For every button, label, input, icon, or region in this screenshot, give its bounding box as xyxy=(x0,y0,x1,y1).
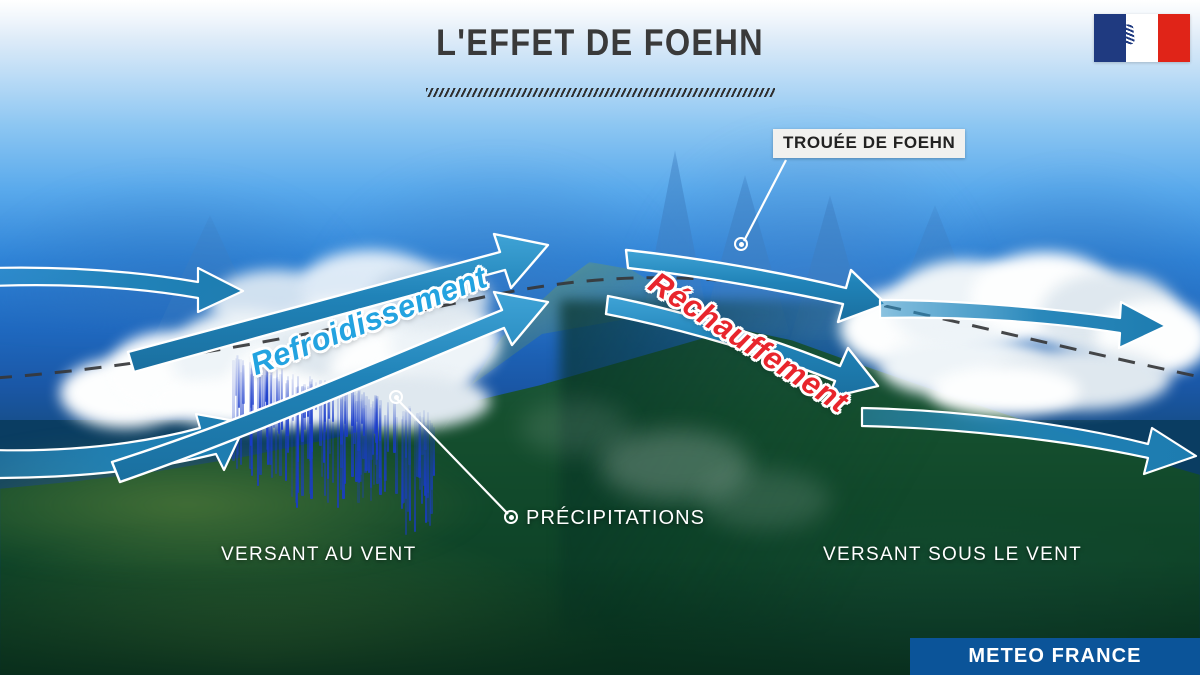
valley-mist-2 xyxy=(700,470,830,530)
valley-mist-1 xyxy=(600,430,750,500)
arrow-windward-upper-approach xyxy=(0,266,245,314)
republique-francaise-marianne-logo xyxy=(1094,14,1190,62)
arrow-windward-ascent-upper xyxy=(126,232,550,374)
precipitation-marker-dot xyxy=(504,510,518,524)
hatched-divider xyxy=(426,88,775,97)
meteo-france-banner: METEO FRANCE xyxy=(910,638,1200,675)
arrow-windward-ascent-lower xyxy=(110,290,550,484)
precipitation-source-dot xyxy=(389,390,403,404)
meteo-france-brand-text: METEO FRANCE xyxy=(968,645,1142,667)
valley-mist-3 xyxy=(520,400,630,455)
arrow-lee-descent-upper xyxy=(624,248,888,324)
foehn-gap-label: TROUÉE DE FOEHN xyxy=(773,129,966,158)
logo-blue-band xyxy=(1094,14,1126,62)
leeward-slope-label: VERSANT SOUS LE VENT xyxy=(823,544,1082,565)
arrow-windward-low-approach xyxy=(0,412,248,480)
arrow-lee-descent-lower xyxy=(604,294,880,400)
arrow-lee-exit-lower xyxy=(860,406,1198,476)
page-title: L'EFFET DE FOEHN xyxy=(436,22,764,63)
foehn-gap-marker-dot xyxy=(734,237,748,251)
arrow-lee-exit-upper xyxy=(878,298,1168,350)
logo-white-band xyxy=(1126,14,1158,62)
logo-red-band xyxy=(1158,14,1190,62)
precipitation-label: PRÉCIPITATIONS xyxy=(526,507,706,529)
windward-slope-label: VERSANT AU VENT xyxy=(221,544,417,565)
